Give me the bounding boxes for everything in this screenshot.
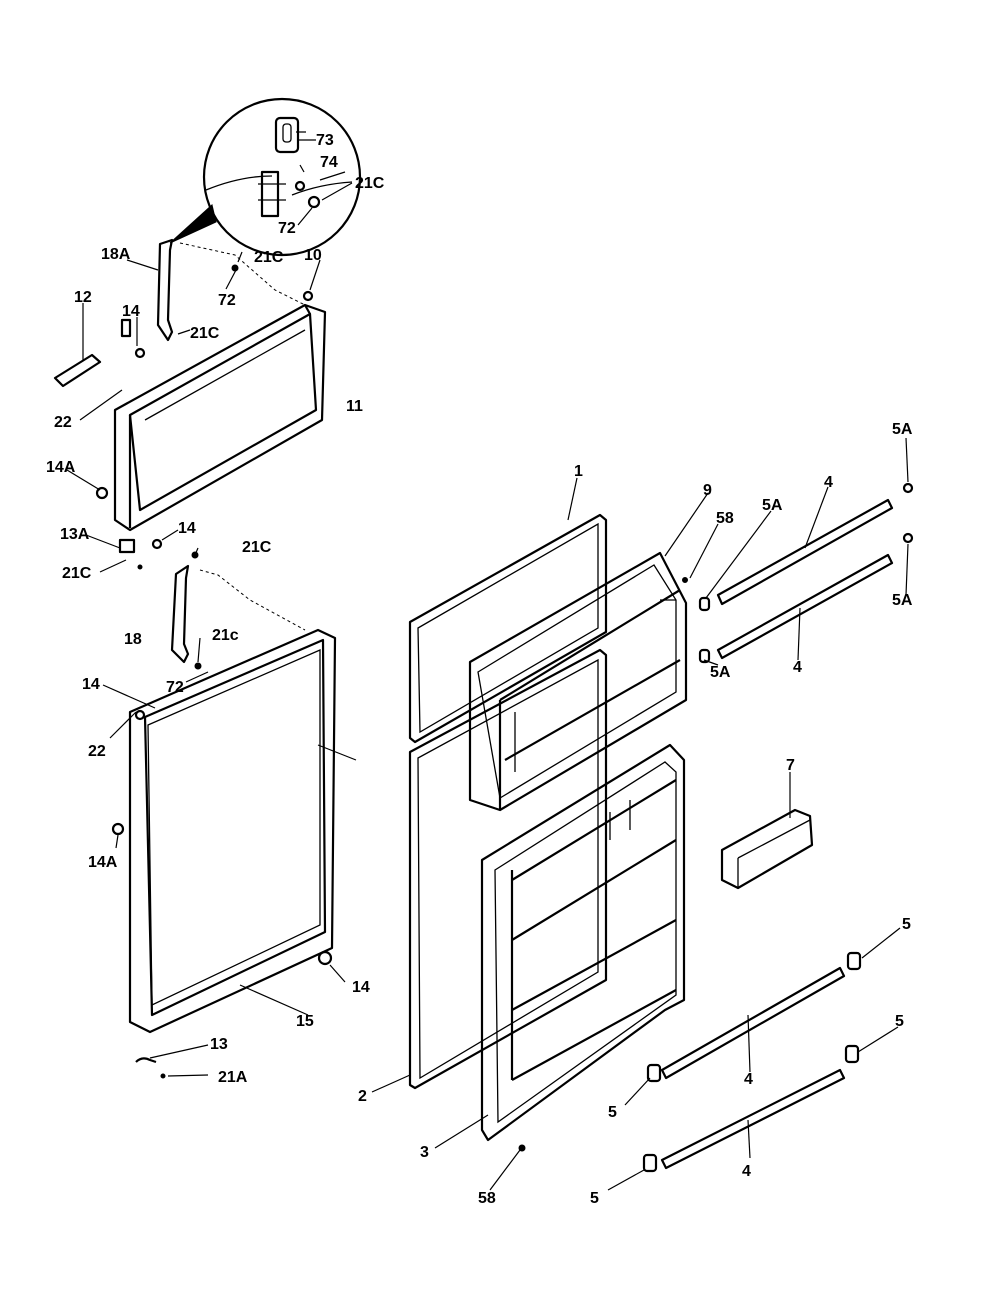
upper-door-frame-11 (113, 290, 327, 532)
callout-21C: 21C (355, 175, 385, 192)
callout-4: 4 (742, 1163, 751, 1180)
callout-72: 72 (218, 292, 236, 309)
callout-14A: 14A (88, 854, 118, 871)
hinge-detail-circle (169, 97, 362, 257)
callout-72: 72 (166, 679, 184, 696)
callout-4: 4 (744, 1071, 753, 1088)
callout-11: 11 (346, 398, 363, 415)
callout-21c: 21c (212, 627, 239, 644)
callout-5: 5 (902, 916, 911, 933)
callout-4: 4 (793, 659, 802, 676)
callout-21C: 21C (242, 539, 272, 556)
callout-14: 14 (352, 979, 370, 996)
callout-4: 4 (824, 474, 833, 491)
upper-shelf-rails-4 (698, 482, 914, 664)
callout-1: 1 (574, 463, 583, 480)
callout-74: 74 (320, 154, 338, 171)
callout-14A: 14A (46, 459, 76, 476)
callout-5: 5 (590, 1190, 599, 1207)
upper-gasket-1 (408, 513, 608, 744)
lower-shelf-rails-4 (518, 577, 862, 1173)
callout-18A: 18A (101, 246, 131, 263)
callout-14: 14 (178, 520, 196, 537)
callout-22: 22 (88, 743, 106, 760)
callout-72: 72 (278, 220, 296, 237)
callout-15: 15 (296, 1013, 314, 1030)
callout-5A: 5A (762, 497, 783, 514)
leader-lines (66, 139, 909, 1191)
callout-3: 3 (420, 1144, 429, 1161)
callout-73: 73 (316, 132, 334, 149)
lower-door-frame-15 (111, 628, 357, 1079)
callout-14: 14 (82, 676, 100, 693)
lower-gasket-2 (408, 648, 608, 1090)
callout-58: 58 (478, 1190, 496, 1207)
upper-door-liner-9 (468, 551, 688, 812)
callout-5A: 5A (892, 421, 913, 438)
callout-21A: 21A (218, 1069, 248, 1086)
lower-hinge-18 (170, 551, 306, 670)
callout-7: 7 (786, 757, 795, 774)
callout-13A: 13A (60, 526, 90, 543)
small-parts-upper (53, 318, 163, 570)
callout-5A: 5A (892, 592, 913, 609)
callout-21C: 21C (62, 565, 92, 582)
callout-58: 58 (716, 510, 734, 527)
callout-18: 18 (124, 631, 142, 648)
lower-door-liner-3 (480, 743, 686, 1142)
callout-21C: 21C (190, 325, 220, 342)
callout-12: 12 (74, 289, 92, 306)
callout-13: 13 (210, 1036, 228, 1053)
callout-21C: 21C (254, 249, 284, 266)
callout-2: 2 (358, 1088, 367, 1105)
callout-labels: 73 74 21C 72 18A 21C 10 12 72 14 21C 11 … (46, 132, 913, 1207)
callout-22: 22 (54, 414, 72, 431)
callout-9: 9 (703, 482, 712, 499)
butter-compartment-7 (720, 808, 814, 890)
callout-14: 14 (122, 303, 140, 320)
callout-5: 5 (608, 1104, 617, 1121)
callout-5: 5 (895, 1013, 904, 1030)
callout-5A: 5A (710, 664, 731, 681)
callout-10: 10 (304, 247, 322, 264)
